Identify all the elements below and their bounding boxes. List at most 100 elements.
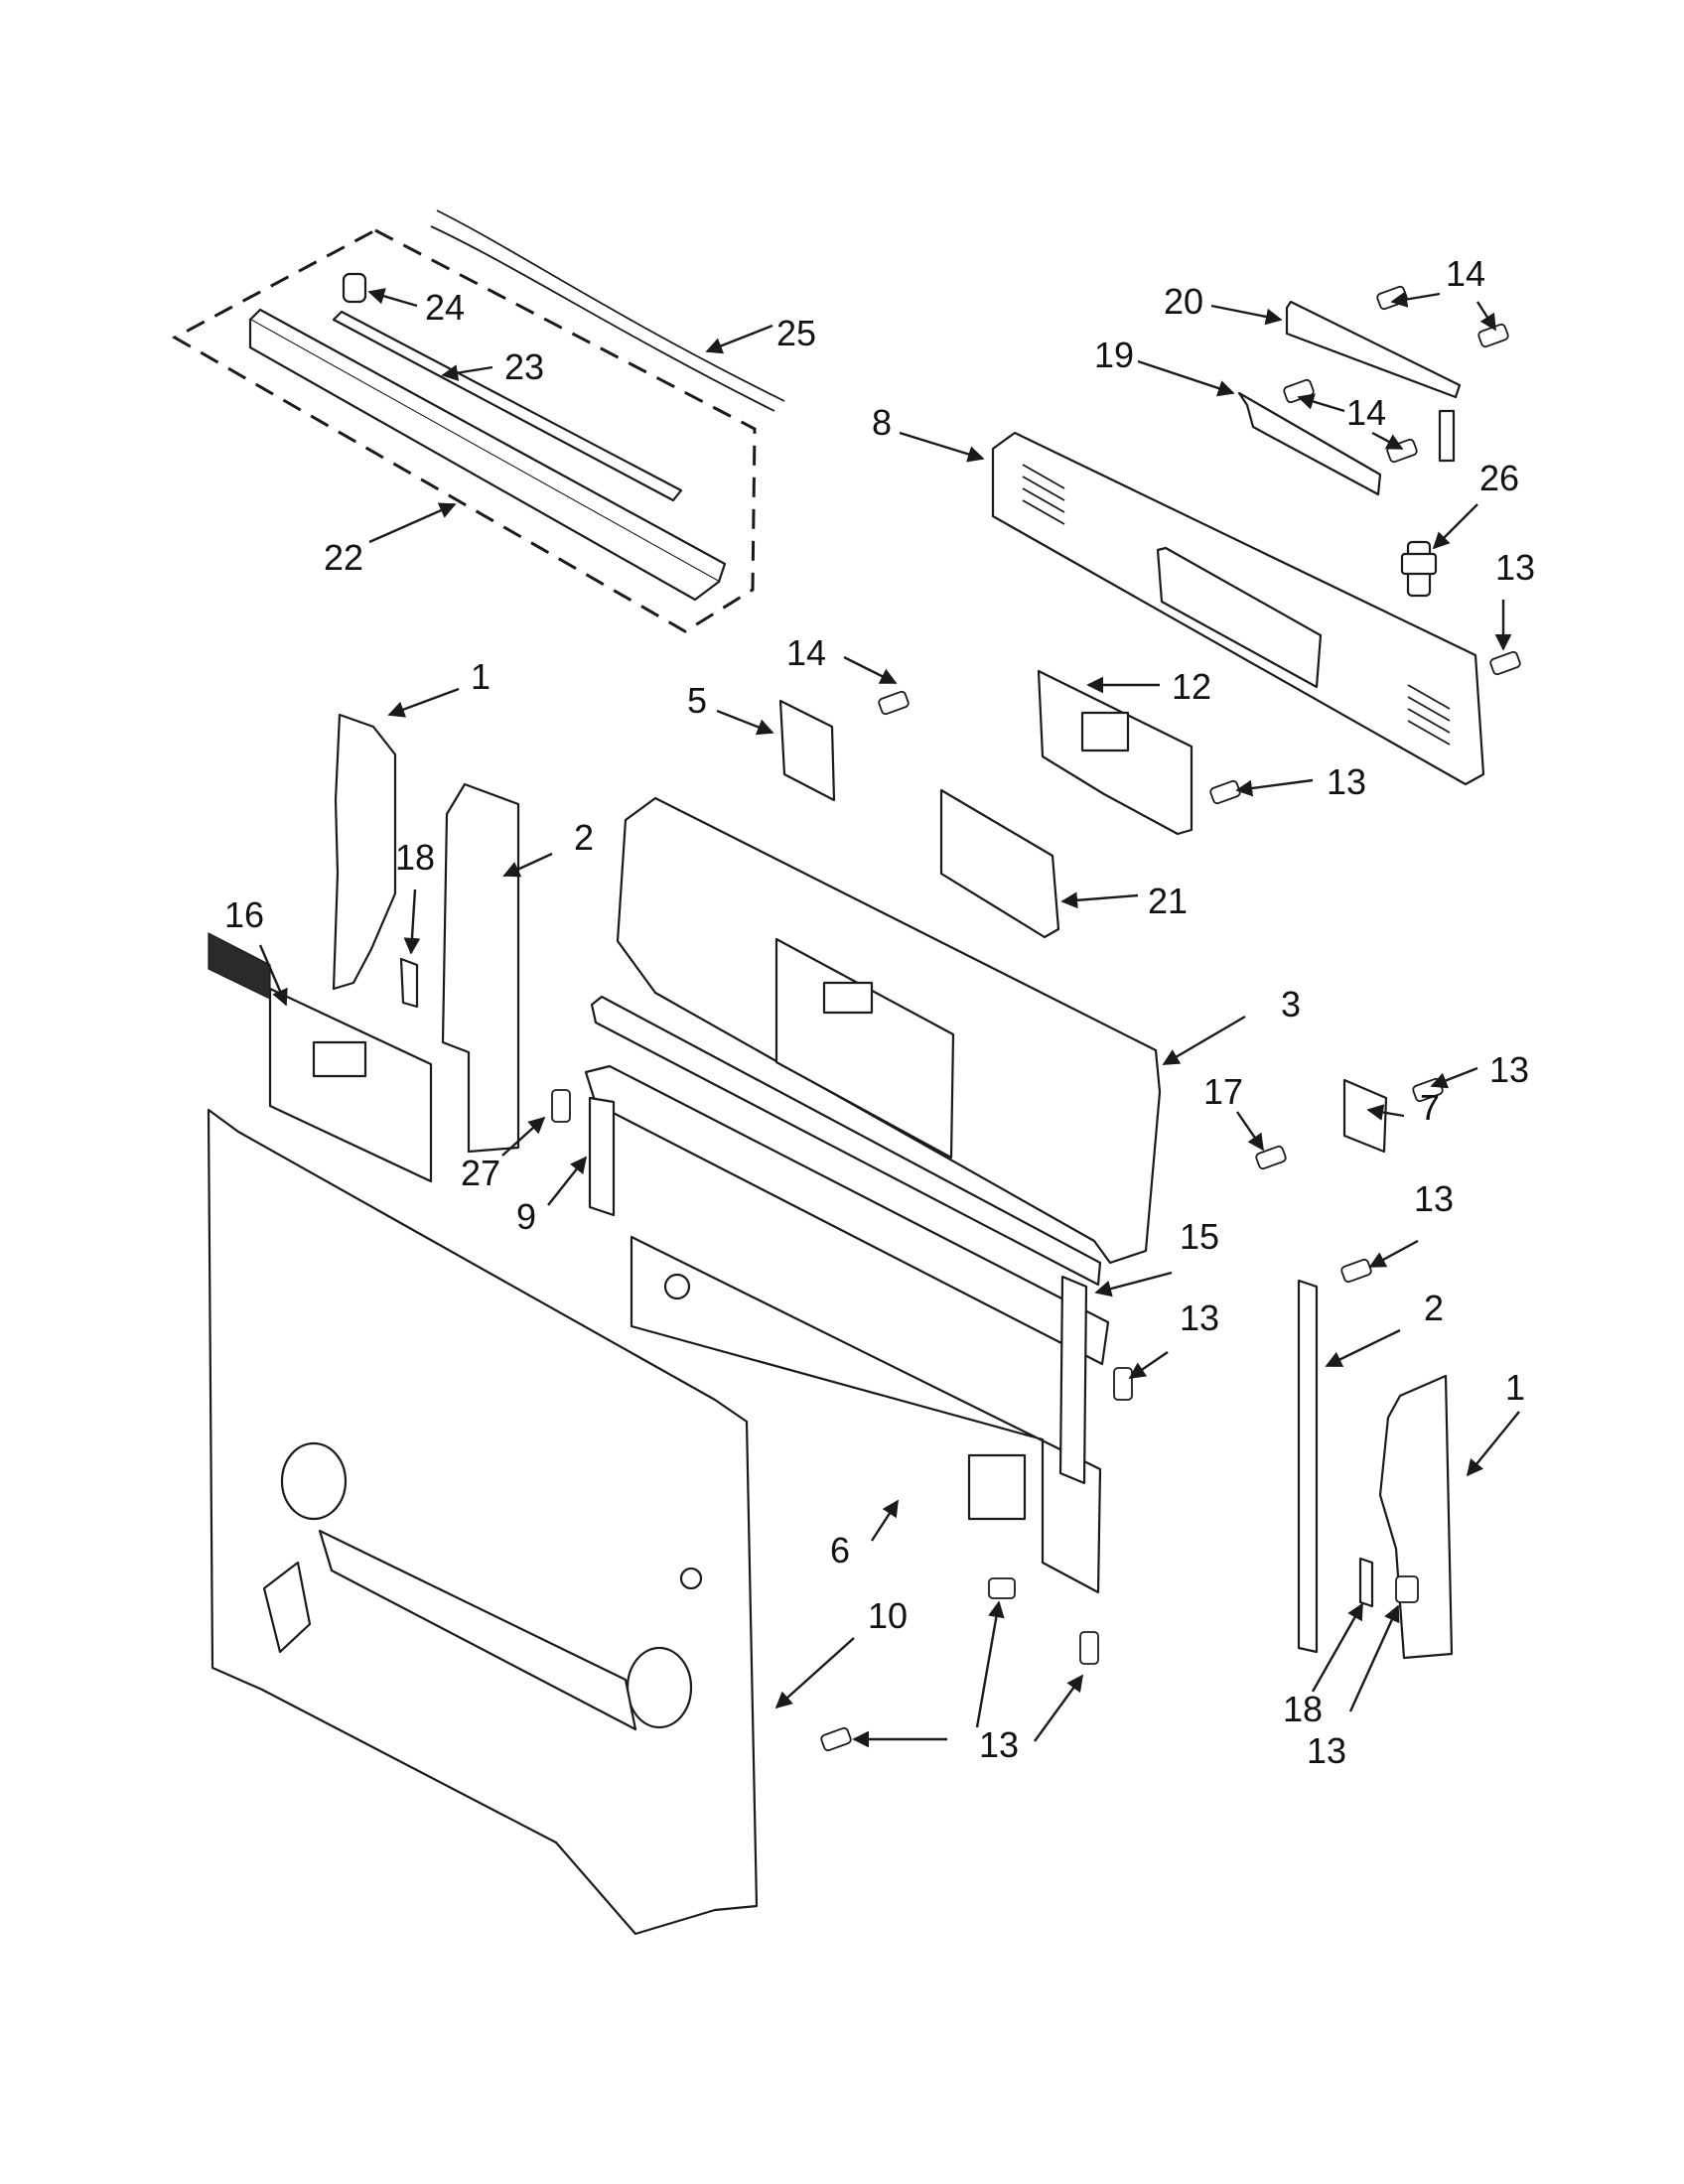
leader-13g — [1348, 1604, 1400, 1712]
leader-13f2 — [1034, 1674, 1083, 1742]
callout-1-right: 1 — [1505, 1367, 1525, 1408]
leader-27 — [501, 1116, 546, 1157]
leader-25 — [705, 324, 773, 354]
screw-27 — [551, 1089, 571, 1123]
leader-14a — [1390, 291, 1441, 308]
leader-13e — [1368, 1239, 1419, 1269]
vent-slots-left — [1022, 464, 1065, 525]
clip-18-left — [399, 957, 419, 1009]
rear-cover-slot — [318, 1529, 637, 1731]
leader-13c — [1430, 1066, 1478, 1089]
dashed-group-outline — [171, 228, 757, 633]
leader-21 — [1060, 891, 1139, 909]
callout-27: 27 — [461, 1153, 500, 1193]
callout-13-c: 13 — [1489, 1049, 1529, 1090]
leader-14a2 — [1475, 301, 1497, 332]
leader-16 — [258, 944, 288, 1007]
rear-cover-diamond — [262, 1561, 312, 1654]
panel-6 — [630, 1235, 1102, 1594]
leader-1b — [1466, 1411, 1520, 1477]
panel-6-hole — [663, 1273, 691, 1300]
callout-13-d: 13 — [1414, 1178, 1454, 1219]
bracket-7 — [1342, 1078, 1388, 1154]
trim-strip-25-edge — [430, 225, 775, 412]
callout-6: 6 — [830, 1530, 850, 1570]
side-bracket-2-left — [441, 782, 520, 1154]
rear-panel-window — [1156, 546, 1323, 689]
callout-21: 21 — [1148, 881, 1188, 921]
side-trim-1-left — [332, 713, 397, 991]
callout-5: 5 — [687, 680, 707, 721]
leader-8 — [899, 431, 985, 463]
leader-13f1 — [975, 1600, 1005, 1728]
leader-7 — [1366, 1104, 1405, 1121]
callout-23: 23 — [504, 346, 544, 387]
ribbon-cable — [208, 932, 271, 1000]
board-12-display — [1080, 711, 1130, 752]
leader-1a — [387, 687, 460, 718]
screw-13 — [1209, 779, 1241, 805]
plug-26 — [1400, 540, 1438, 598]
leader-23 — [441, 364, 493, 381]
rear-control-panel-8 — [991, 431, 1485, 786]
callout-13-b: 13 — [1327, 761, 1366, 802]
callout-14-c: 14 — [786, 632, 826, 673]
panel-6-opening — [967, 1453, 1027, 1521]
callout-labels: 24 25 23 22 20 14 19 14 8 26 13 14 5 12 … — [224, 253, 1535, 1771]
screw-13 — [988, 1577, 1016, 1599]
control-console-3 — [616, 796, 1162, 1265]
tube-23 — [332, 310, 683, 502]
leader-13d — [1128, 1351, 1169, 1379]
callout-14-a: 14 — [1446, 253, 1485, 294]
frame-9-end — [588, 1096, 616, 1217]
bracket-19 — [1237, 391, 1382, 496]
callout-13-e: 13 — [1180, 1297, 1219, 1338]
leader-lines — [258, 288, 1520, 1748]
callout-15: 15 — [1180, 1216, 1219, 1257]
clip-15 — [1058, 1275, 1088, 1485]
wire-trim-assembly — [171, 209, 785, 633]
callout-13-a: 13 — [1495, 547, 1535, 588]
callout-10: 10 — [868, 1595, 908, 1636]
rear-cover-10 — [207, 1108, 759, 1936]
board-5 — [778, 699, 836, 802]
callout-19: 19 — [1094, 335, 1134, 375]
callout-8: 8 — [872, 402, 892, 443]
screw-13 — [1489, 650, 1521, 676]
screw-13 — [1395, 1575, 1419, 1603]
callout-26: 26 — [1479, 458, 1519, 498]
board-21 — [939, 788, 1060, 939]
leader-18a — [403, 888, 421, 955]
callout-25: 25 — [776, 313, 816, 353]
callout-1-left: 1 — [471, 656, 491, 697]
rear-cover-body — [207, 1108, 759, 1936]
touch-panel-16 — [208, 932, 433, 1183]
frame-9-top — [590, 995, 1102, 1287]
vent-slots-right — [1407, 684, 1451, 746]
leader-22 — [368, 502, 457, 544]
leader-14b — [1297, 393, 1345, 413]
callout-9: 9 — [516, 1196, 536, 1237]
screw-13 — [820, 1726, 852, 1752]
touch-panel-display — [312, 1040, 367, 1078]
callout-24: 24 — [425, 287, 465, 328]
rear-cover-hole-1 — [280, 1441, 348, 1521]
leader-6 — [870, 1499, 900, 1542]
leader-20 — [1210, 304, 1283, 326]
side-trim-1-right — [1378, 1374, 1454, 1660]
callout-16: 16 — [224, 894, 264, 935]
channel-22-side — [248, 320, 720, 602]
cap-24 — [342, 272, 367, 304]
screw-14 — [878, 690, 910, 716]
callout-20: 20 — [1164, 281, 1203, 322]
callout-3: 3 — [1281, 984, 1301, 1024]
leader-3 — [1162, 1015, 1246, 1066]
channel-22 — [248, 308, 727, 584]
control-board-12 — [1037, 669, 1193, 836]
callout-12: 12 — [1172, 666, 1211, 707]
rear-cover-hole-3 — [679, 1567, 703, 1590]
rear-cover-hole-2 — [626, 1646, 693, 1729]
callout-13-g: 13 — [1307, 1730, 1346, 1771]
leader-14b2 — [1371, 431, 1404, 451]
